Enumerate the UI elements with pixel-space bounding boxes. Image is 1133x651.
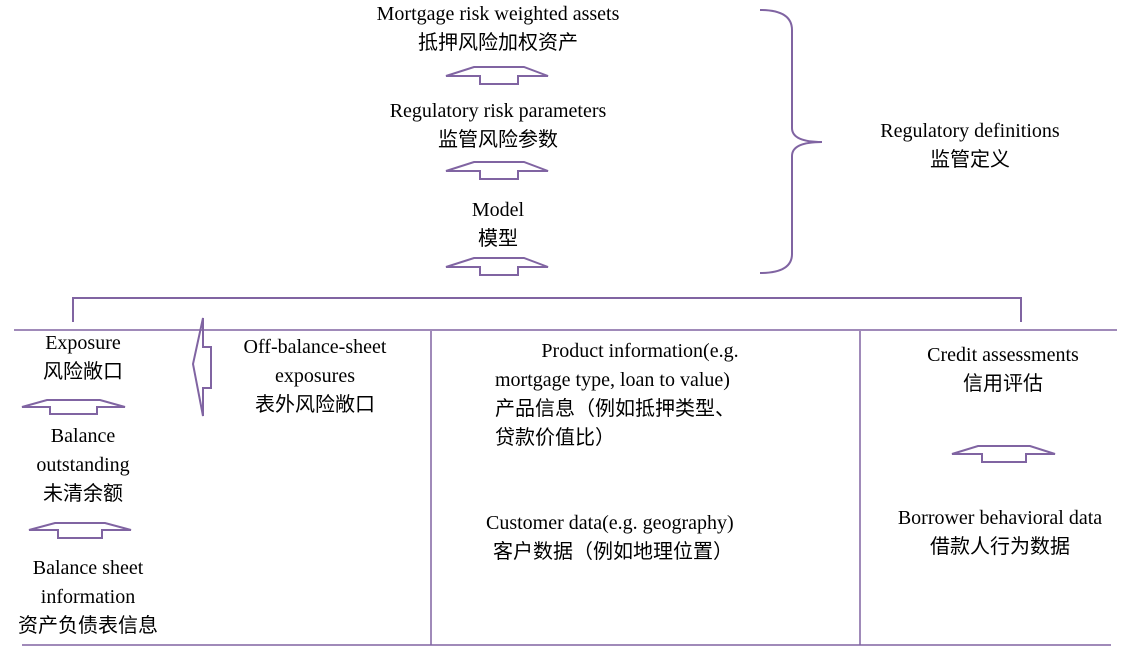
- regulatory-brace: [759, 9, 823, 274]
- up-arrow-icon: [951, 445, 1056, 463]
- risk-parameters-label: Regulatory risk parameters 监管风险参数: [389, 100, 607, 151]
- exposure-label: Exposure 风险敞口: [43, 332, 123, 383]
- product-information-label: Product information(e.g. mortgage type, …: [495, 340, 739, 449]
- balance-outstanding-label: Balance outstanding 未清余额: [36, 425, 130, 505]
- off-balance-sheet-label: Off-balance-sheet exposures 表外风险敞口: [243, 336, 387, 416]
- credit-assessments-label: Credit assessments 信用评估: [927, 344, 1079, 395]
- inputs-bracket: [72, 297, 1022, 322]
- balance-sheet-label: Balance sheet information 资产负债表信息: [18, 557, 158, 637]
- left-arrow-icon: [191, 317, 212, 417]
- up-arrow-icon: [445, 66, 549, 85]
- up-arrow-icon: [445, 161, 549, 180]
- up-arrow-icon: [21, 399, 126, 415]
- customer-data-label: Customer data(e.g. geography) 客户数据（例如地理位…: [486, 512, 734, 563]
- up-arrow-icon: [445, 257, 549, 276]
- rwa-label: Mortgage risk weighted assets 抵押风险加权资产: [376, 3, 620, 54]
- regulatory-definitions-label: Regulatory definitions 监管定义: [880, 120, 1060, 171]
- borrower-behavioral-data-label: Borrower behavioral data 借款人行为数据: [897, 507, 1103, 558]
- model-label: Model 模型: [471, 199, 525, 250]
- up-arrow-icon: [28, 522, 132, 539]
